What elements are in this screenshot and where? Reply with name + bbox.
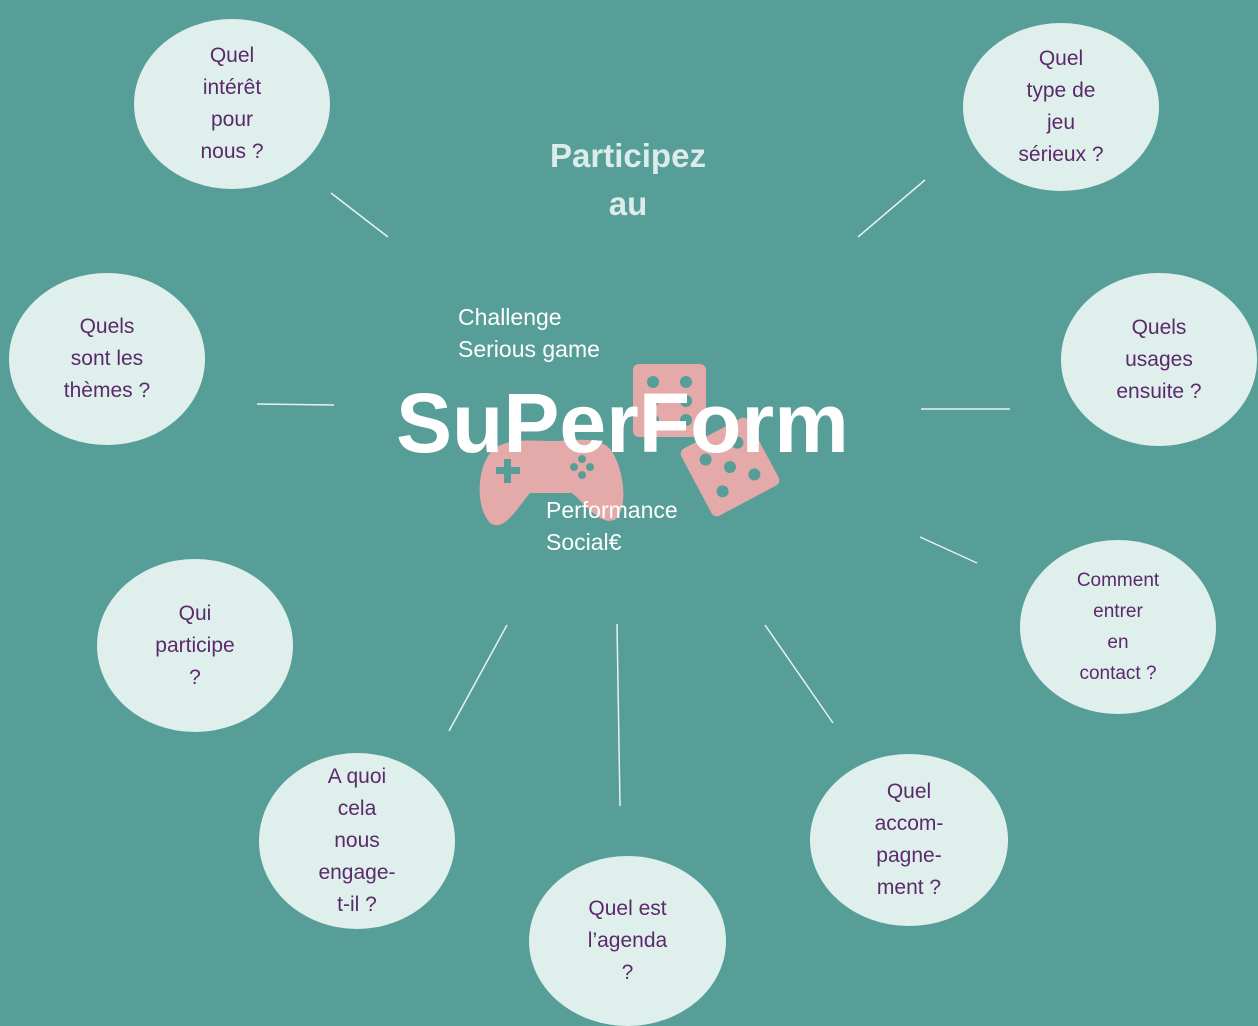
bubble-themes[interactable]: Quels sont les thèmes ? [9,273,205,445]
connector-type-jeu [857,179,926,238]
bubble-participe-label: Qui participe ? [155,601,235,689]
serious-game-decoration [479,364,780,526]
bubble-usages-label: Quels usages ensuite ? [1116,315,1202,403]
bubble-accompagnement-label: Quel accom- pagne- ment ? [874,780,944,899]
connector-themes [256,403,335,406]
connector-accompagnement [764,624,834,724]
connector-engage [448,624,508,732]
bubble-type-jeu-label: Quel type de jeu sérieux ? [1018,47,1104,166]
bubble-engage-label: A quoi cela nous engage- t-il ? [318,765,396,916]
bubble-agenda[interactable]: Quel est l’agenda ? [529,856,726,1026]
bubble-contact[interactable]: Comment entrer en contact ? [1020,540,1216,714]
dice-icon [633,364,706,437]
bubble-usages[interactable]: Quels usages ensuite ? [1061,273,1257,446]
brand-title: SuPerForm [396,376,849,470]
connector-contact [919,536,978,564]
bubble-interet-label: Quel intérêt pour nous ? [200,44,264,163]
bubble-contact-label: Comment entrer en contact ? [1076,570,1160,684]
bubble-accompagnement[interactable]: Quel accom- pagne- ment ? [810,754,1008,926]
connector-interet [330,192,389,238]
bubble-agenda-label: Quel est l’agenda ? [587,897,668,984]
game-controller-icon [479,439,624,526]
connector-agenda [616,623,621,807]
bubble-themes-label: Quels sont les thèmes ? [63,315,151,402]
bubble-type-jeu[interactable]: Quel type de jeu sérieux ? [963,23,1159,191]
tagline-top: Challenge Serious game [458,304,600,362]
bubble-engage[interactable]: A quoi cela nous engage- t-il ? [259,753,455,929]
bubble-participe[interactable]: Qui participe ? [97,559,293,732]
bubble-interet[interactable]: Quel intérêt pour nous ? [134,19,330,189]
headline: Participez au [550,137,706,222]
dice-icon [680,417,780,517]
tagline-bottom: Performance Social€ [546,497,678,555]
